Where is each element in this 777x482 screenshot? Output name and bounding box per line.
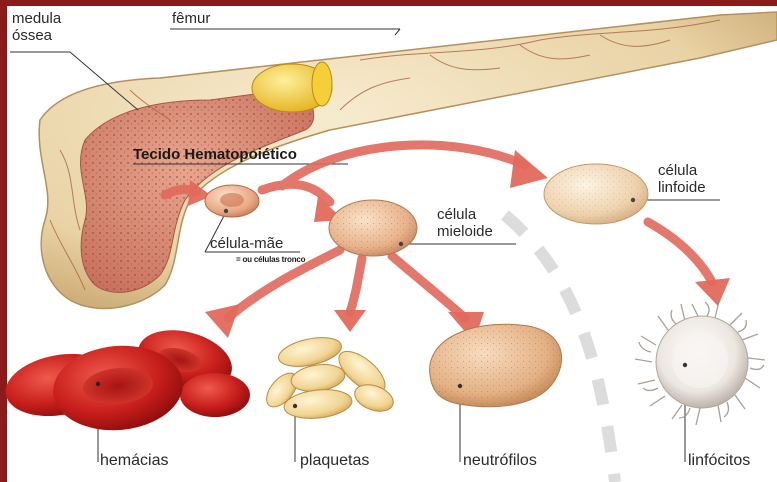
celula-mae-label: célula-mãe [210, 235, 283, 252]
celula-mieloide-label: célula mieloide [437, 206, 493, 241]
celula-linfoide-label: célula linfoide [658, 162, 706, 197]
neutrofilos-label: neutrófilos [463, 452, 537, 470]
mieloide-label-line1: célula [437, 206, 493, 223]
hemacias-label: hemácias [100, 452, 168, 470]
linfocito-cell [635, 301, 765, 425]
linfoide-label-line1: célula [658, 162, 706, 179]
linfocitos-label: linfócitos [688, 452, 750, 470]
neutrofilo-cell [430, 324, 562, 407]
frame-left-border [0, 0, 7, 482]
arrow-linfoide-to-linfocitos [648, 222, 712, 282]
plaquetas-label: plaquetas [300, 452, 369, 470]
arrow-mieloide-to-neutrofilos [392, 256, 465, 318]
mieloide-label-line2: mieloide [437, 223, 493, 240]
medula-label-line1: medula [12, 10, 61, 27]
frame-top-border [0, 0, 777, 6]
hemacias-cells [1, 321, 250, 436]
arrow-mae-to-linfoide [282, 145, 525, 186]
arrow-mieloide-to-plaquetas [350, 258, 362, 312]
celula-linfoide-cell [544, 164, 648, 224]
plaquetas-cells [261, 333, 397, 422]
medula-ossea-label: medula óssea [12, 10, 61, 45]
celula-mae-cell [205, 185, 259, 217]
medula-label-line2: óssea [12, 27, 61, 44]
tecido-hematopoietico-label: Tecido Hematopoiético [133, 146, 297, 163]
celula-mieloide-cell [329, 200, 417, 256]
linfoide-label-line2: linfoide [658, 179, 706, 196]
celulas-tronco-label: = ou células tronco [236, 255, 305, 264]
femur-label: fêmur [172, 10, 210, 27]
